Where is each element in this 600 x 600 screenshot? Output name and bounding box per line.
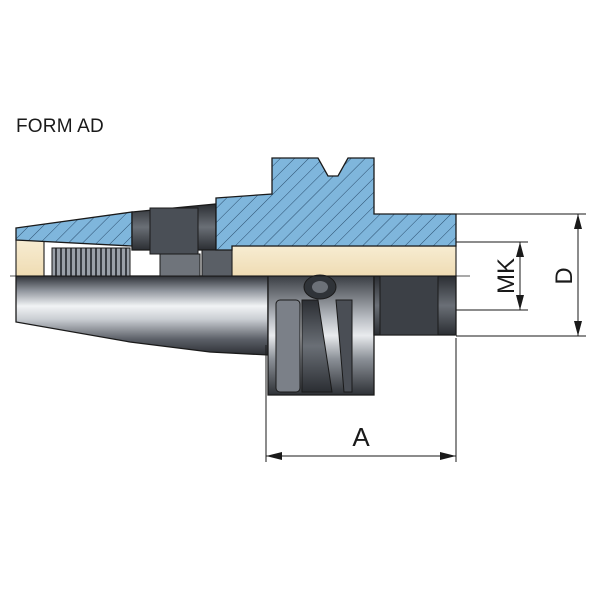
dim-mk-arrow-top	[516, 242, 524, 257]
form-label: FORM AD	[16, 116, 104, 137]
dim-d-label: D	[551, 267, 578, 284]
dim-a-arrow-right	[440, 452, 456, 460]
drive-hole-inner	[312, 281, 328, 293]
gripper-groove-inner	[335, 299, 353, 393]
draw-bar-thread	[51, 247, 131, 277]
collar-ring-face	[275, 299, 301, 393]
gripper-groove	[301, 299, 333, 393]
dim-mk-arrow-bottom	[516, 295, 524, 310]
nose-step	[379, 275, 439, 336]
key-slot	[201, 249, 233, 277]
dim-a-arrow-left	[266, 452, 282, 460]
dim-a-label: A	[352, 422, 370, 452]
dim-mk-label: MK	[493, 258, 520, 294]
dim-d-arrow-top	[574, 214, 582, 229]
taper-section-upper	[15, 211, 133, 247]
bore-taper	[231, 245, 457, 277]
dim-d-arrow-bottom	[574, 321, 582, 336]
taper-lower-body	[15, 275, 269, 356]
cross-bore-lower	[159, 253, 201, 277]
cross-bore	[149, 207, 199, 255]
bore-nose-left	[15, 239, 45, 277]
flange-section-upper	[215, 157, 457, 251]
